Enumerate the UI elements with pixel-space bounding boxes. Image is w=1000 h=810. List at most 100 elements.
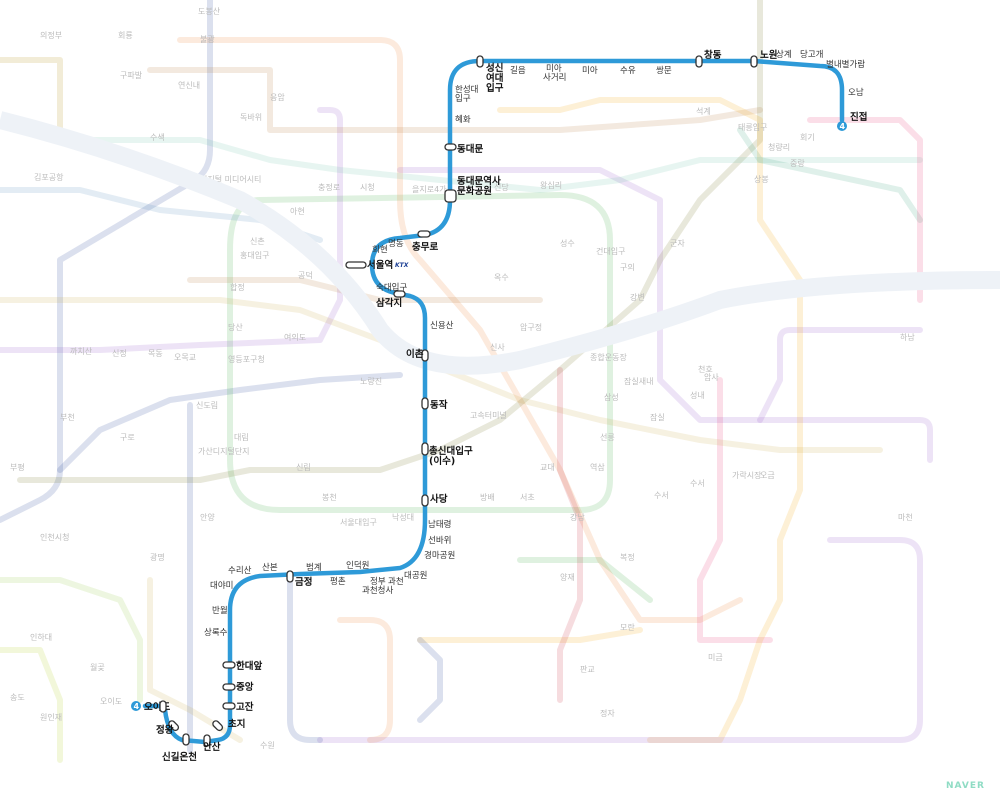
bg-label: 원인재 — [40, 712, 62, 722]
bg-label: 중랑 — [790, 158, 805, 168]
bg-label: 공덕 — [298, 270, 313, 280]
bg-label: 신도림 — [196, 400, 218, 410]
bg-label: 잠실 — [650, 412, 665, 422]
bg-label: 서울대입구 — [340, 518, 377, 527]
bg-label: 대림 — [234, 432, 249, 442]
line-4-path[interactable] — [142, 58, 845, 745]
transfer-singil-icon — [182, 733, 190, 746]
station-sangroksu[interactable]: 상록수 — [204, 627, 228, 638]
station-jeongwang[interactable]: 정왕 — [156, 724, 174, 736]
bg-label: 월곶 — [90, 662, 105, 672]
station-geumjeong[interactable]: 금정 — [295, 576, 312, 588]
bg-label: 구파발 — [120, 70, 143, 80]
bg-line-misc3 — [337, 617, 393, 743]
bg-label: 고속터미널 — [470, 411, 507, 420]
station-sinyongsan[interactable]: 신용산 — [430, 320, 454, 331]
station-jinjeop[interactable]: 진접 — [850, 111, 867, 123]
station-choji[interactable]: 초지 — [228, 718, 245, 730]
station-jungang[interactable]: 중앙 — [236, 681, 254, 693]
bg-label: 신사 — [490, 343, 505, 352]
transfer-ddp-icon — [444, 189, 457, 203]
station-suyu[interactable]: 수유 — [620, 66, 636, 76]
bg-line-8 — [697, 377, 773, 643]
bg-label: 건대입구 — [596, 246, 625, 256]
bg-label: 신당 — [494, 182, 509, 192]
station-indeogwon[interactable]: 인덕원 — [346, 560, 369, 571]
station-ichon[interactable]: 이촌 — [406, 348, 424, 360]
station-banwol[interactable]: 반월 — [212, 605, 228, 616]
station-dongjak[interactable]: 동작 — [430, 399, 448, 411]
station-hoehyeon[interactable]: 회현 — [372, 245, 388, 255]
bg-label: 을지로4가 — [412, 185, 447, 194]
bg-line-shinbundang — [557, 367, 583, 703]
bg-label: 하남 — [900, 332, 915, 342]
station-samgakji[interactable]: 삼각지 — [376, 297, 402, 309]
station-sanbon[interactable]: 산본 — [262, 562, 278, 573]
station-pyeongchon[interactable]: 평촌 — [330, 576, 346, 587]
bg-label: 수원 — [260, 741, 275, 750]
line-4[interactable] — [142, 58, 845, 745]
bg-label: 오금 — [760, 471, 775, 480]
bg-label: 광명 — [150, 552, 165, 562]
station-changdong[interactable]: 창동 — [704, 49, 722, 61]
station-handaeap[interactable]: 한대앞 — [236, 660, 262, 672]
bg-label: 까치산 — [70, 346, 93, 356]
station-gwacheon[interactable]: 과천 — [388, 576, 404, 587]
naver-logo: NAVER — [946, 781, 985, 791]
bg-label: 오이도 — [100, 696, 122, 706]
bg-line-misc5 — [147, 577, 243, 743]
station-nowon[interactable]: 노원 — [760, 49, 777, 61]
bg-label: 왕십리 — [540, 181, 562, 190]
station-danggogae[interactable]: 당고개 — [800, 49, 823, 60]
bg-label: 복정 — [620, 552, 635, 562]
station-sadang[interactable]: 사당 — [430, 493, 448, 505]
station-chongshin[interactable]: 총신대입구(이수) — [429, 445, 473, 467]
station-onam[interactable]: 오남 — [848, 88, 864, 98]
station-singil[interactable]: 신길온천 — [162, 751, 197, 763]
station-gireum[interactable]: 길음 — [510, 66, 526, 76]
station-seoulstation[interactable]: 서울역 — [367, 259, 393, 271]
station-seonbawi[interactable]: 선바위 — [428, 535, 451, 546]
bg-label: 수색 — [150, 132, 165, 142]
station-dongdaemun[interactable]: 동대문 — [457, 143, 483, 155]
bg-label: 수서 — [654, 491, 669, 500]
station-sanggye[interactable]: 상계 — [776, 49, 792, 60]
station-suriisan[interactable]: 수리산 — [228, 565, 252, 576]
bg-label: 역삼 — [590, 462, 605, 472]
transfer-ansan-icon — [203, 734, 211, 747]
station-gyeongmagongwon[interactable]: 경마공원 — [424, 550, 455, 561]
station-hyehwa[interactable]: 혜화 — [455, 115, 471, 125]
station-mia[interactable]: 미아 — [582, 65, 598, 76]
bg-label: 옥수 — [494, 273, 509, 282]
bg-line-gimpo — [0, 57, 63, 143]
bg-label: 김포공항 — [34, 172, 64, 182]
transfer-changdong-icon — [695, 55, 703, 68]
bg-label: 불광 — [200, 34, 215, 44]
station-daeyami[interactable]: 대야미 — [210, 580, 233, 591]
bg-line-misc2 — [417, 637, 443, 723]
station-myeongdong[interactable]: 명동 — [388, 238, 404, 249]
bg-label: 오목교 — [174, 353, 196, 362]
station-byeollae[interactable]: 별내별가람 — [826, 59, 865, 70]
bg-line-misc1 — [517, 557, 653, 603]
bg-label: 회룡 — [118, 31, 133, 40]
station-beomgye[interactable]: 범계 — [306, 562, 322, 573]
station-chungmuro[interactable]: 충무로 — [412, 241, 438, 253]
station-ssangmun[interactable]: 쌍문 — [656, 65, 672, 76]
bg-label: 판교 — [580, 665, 595, 674]
bg-line-3 — [177, 37, 743, 623]
station-ansan[interactable]: 안산 — [203, 741, 221, 753]
bg-label: 정자 — [600, 708, 615, 718]
station-gojan[interactable]: 고잔 — [236, 701, 254, 713]
bg-label: 천호 — [698, 364, 713, 374]
station-namtaeryeong[interactable]: 남태령 — [428, 519, 451, 530]
station-sookmyung[interactable]: 숙대입구 — [376, 283, 407, 293]
transfer-dongdaemun-icon — [444, 143, 457, 151]
station-daegongwon[interactable]: 대공원 — [404, 571, 427, 581]
bg-line-5c — [757, 417, 933, 463]
